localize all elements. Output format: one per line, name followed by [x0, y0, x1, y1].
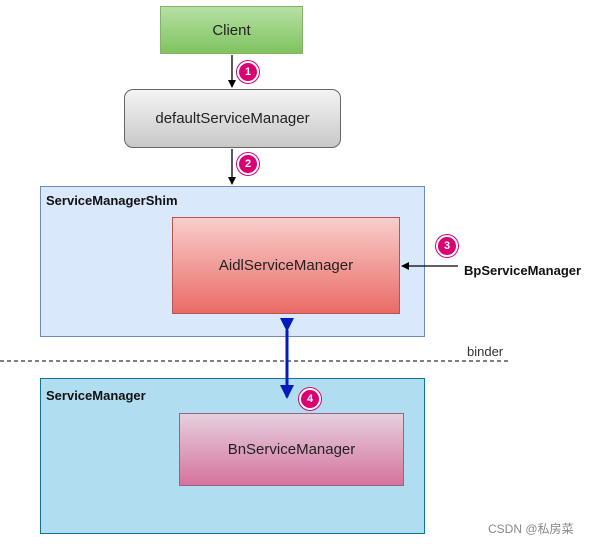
service-manager-title: ServiceManager — [46, 388, 146, 403]
bn-service-manager-label: BnServiceManager — [227, 441, 356, 458]
bp-service-manager-label: BpServiceManager — [464, 263, 582, 278]
step-badge-4: 4 — [299, 388, 321, 410]
watermark: CSDN @私房菜 — [488, 522, 574, 536]
step-badge-3: 3 — [436, 235, 458, 257]
default-service-manager-label: defaultServiceManager — [155, 110, 310, 127]
client-label: Client — [212, 21, 251, 39]
step-badge-1: 1 — [237, 61, 259, 83]
step-badge-2: 2 — [237, 153, 259, 175]
aidl-service-manager-node: AidlServiceManager — [172, 217, 400, 314]
bn-service-manager-node: BnServiceManager — [179, 413, 404, 486]
default-service-manager-node: defaultServiceManager — [124, 89, 341, 148]
client-node: Client — [160, 6, 303, 54]
service-manager-shim-title: ServiceManagerShim — [46, 193, 178, 208]
binder-label: binder — [467, 344, 504, 359]
aidl-service-manager-label: AidlServiceManager — [218, 257, 354, 274]
